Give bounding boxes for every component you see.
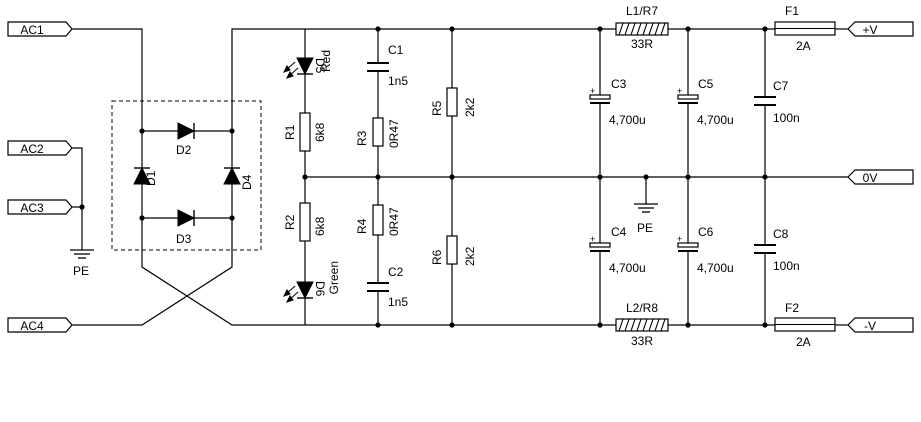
plus-icon: + — [677, 234, 682, 244]
capacitor-c5: + C5 4,700u — [677, 77, 734, 127]
resistor-r3-value: 0R47 — [387, 119, 401, 148]
led-d6: D6 Green — [283, 261, 341, 303]
capacitor-c1-value: 1n5 — [388, 74, 408, 88]
capacitor-c8-label: C8 — [773, 227, 789, 241]
connector-vpos-label: +V — [862, 23, 877, 37]
resistor-r3: R3 0R47 — [355, 117, 401, 148]
capacitor-c1: C1 1n5 — [367, 43, 408, 88]
ground-pe-left-label: PE — [73, 264, 89, 278]
diode-d4: D4 — [223, 166, 254, 190]
inductor-l2-label: L2/R8 — [626, 301, 658, 315]
light-arrows-icon — [283, 61, 299, 79]
connector-zero: 0V — [847, 169, 914, 185]
connector-ac4: AC4 — [7, 317, 73, 333]
resistor-r1-label: R1 — [283, 124, 297, 140]
ground-pe-center-label: PE — [637, 221, 653, 235]
resistor-r5: R5 2k2 — [430, 87, 477, 117]
connector-ac1-label: AC1 — [20, 23, 44, 37]
capacitor-c1-label: C1 — [388, 43, 404, 57]
capacitor-c6-value: 4,700u — [697, 261, 734, 275]
resistor-r6-label: R6 — [430, 249, 444, 265]
plus-icon: + — [590, 234, 595, 244]
resistor-r2-label: R2 — [283, 214, 297, 230]
diode-d3-label: D3 — [176, 232, 192, 246]
capacitor-c3-value: 4,700u — [609, 113, 646, 127]
capacitor-c4: + C4 4,700u — [589, 225, 646, 275]
capacitor-c7-label: C7 — [773, 79, 789, 93]
capacitor-c7-value: 100n — [773, 111, 800, 125]
ground-icon — [634, 203, 658, 213]
capacitor-c2: C2 1n5 — [367, 265, 408, 309]
capacitor-c5-label: C5 — [698, 77, 714, 91]
connector-ac4-label: AC4 — [20, 319, 44, 333]
led-d6-label: D6 — [313, 281, 327, 297]
capacitor-c2-value: 1n5 — [388, 295, 408, 309]
resistor-r5-label: R5 — [430, 100, 444, 116]
fuse-f2: F2 2A — [774, 301, 836, 349]
fuse-f1-label: F1 — [785, 4, 799, 18]
capacitor-c5-value: 4,700u — [697, 113, 734, 127]
diode-d4-label: D4 — [240, 174, 254, 190]
led-d5-color: Red — [319, 50, 333, 72]
junctions — [79, 26, 768, 328]
connector-ac3-label: AC3 — [20, 201, 44, 215]
plus-icon: + — [677, 86, 682, 96]
fuse-f1: F1 2A — [774, 4, 836, 53]
inductor-l2-value: 33R — [631, 334, 653, 348]
capacitor-c7: C7 100n — [754, 79, 800, 125]
connector-zero-label: 0V — [863, 171, 878, 185]
fuse-f1-value: 2A — [796, 39, 811, 53]
plus-icon: + — [590, 86, 595, 96]
connector-vpos: +V — [847, 21, 914, 37]
ground-pe-center: PE — [634, 203, 658, 235]
capacitor-c6-label: C6 — [698, 225, 714, 239]
wires — [72, 28, 848, 326]
resistor-r6: R6 2k2 — [430, 235, 477, 266]
capacitor-c6: + C6 4,700u — [677, 225, 734, 275]
ground-icon — [70, 249, 94, 259]
fuse-f2-value: 2A — [796, 335, 811, 349]
connector-ac2-label: AC2 — [20, 142, 44, 156]
connector-ac1: AC1 — [7, 21, 73, 37]
bridge-enclosure — [111, 100, 262, 251]
resistor-r1: R1 6k8 — [283, 112, 327, 152]
capacitor-c2-label: C2 — [388, 265, 404, 279]
ground-pe-left: PE — [70, 249, 94, 278]
inductor-l1: L1/R7 33R — [612, 4, 672, 51]
capacitor-c4-value: 4,700u — [609, 261, 646, 275]
resistor-r2: R2 6k8 — [283, 202, 327, 242]
inductor-l2: L2/R8 33R — [612, 301, 672, 348]
connector-ac2: AC2 — [7, 140, 73, 156]
resistor-r4-value: 0R47 — [387, 207, 401, 236]
resistor-r6-value: 2k2 — [463, 246, 477, 266]
resistor-r1-value: 6k8 — [313, 122, 327, 142]
led-d6-color: Green — [327, 261, 341, 294]
capacitor-c3-label: C3 — [611, 77, 627, 91]
connector-ac3: AC3 — [7, 199, 73, 215]
diode-d2-label: D2 — [176, 143, 192, 157]
diode-d3: D3 — [176, 209, 196, 246]
resistor-r3-label: R3 — [355, 130, 369, 146]
connector-vneg-label: -V — [864, 319, 876, 333]
led-d5: D5 Red — [283, 50, 333, 79]
resistor-r2-value: 6k8 — [313, 216, 327, 236]
diode-d2: D2 — [176, 122, 196, 157]
connector-vneg: -V — [847, 317, 914, 333]
resistor-r4-label: R4 — [355, 218, 369, 234]
capacitor-c3: + C3 4,700u — [589, 77, 646, 127]
diode-d1: D1 — [133, 166, 158, 186]
inductor-l1-value: 33R — [631, 37, 653, 51]
capacitor-c8: C8 100n — [754, 227, 800, 273]
light-arrows-icon — [283, 285, 299, 303]
inductor-l1-label: L1/R7 — [626, 4, 658, 18]
capacitor-c4-label: C4 — [611, 225, 627, 239]
resistor-r4: R4 0R47 — [355, 204, 401, 236]
led-d5-label: D5 — [313, 58, 327, 74]
diode-d1-label: D1 — [144, 170, 158, 186]
fuse-f2-label: F2 — [785, 301, 799, 315]
capacitor-c8-value: 100n — [773, 259, 800, 273]
resistor-r5-value: 2k2 — [463, 97, 477, 117]
